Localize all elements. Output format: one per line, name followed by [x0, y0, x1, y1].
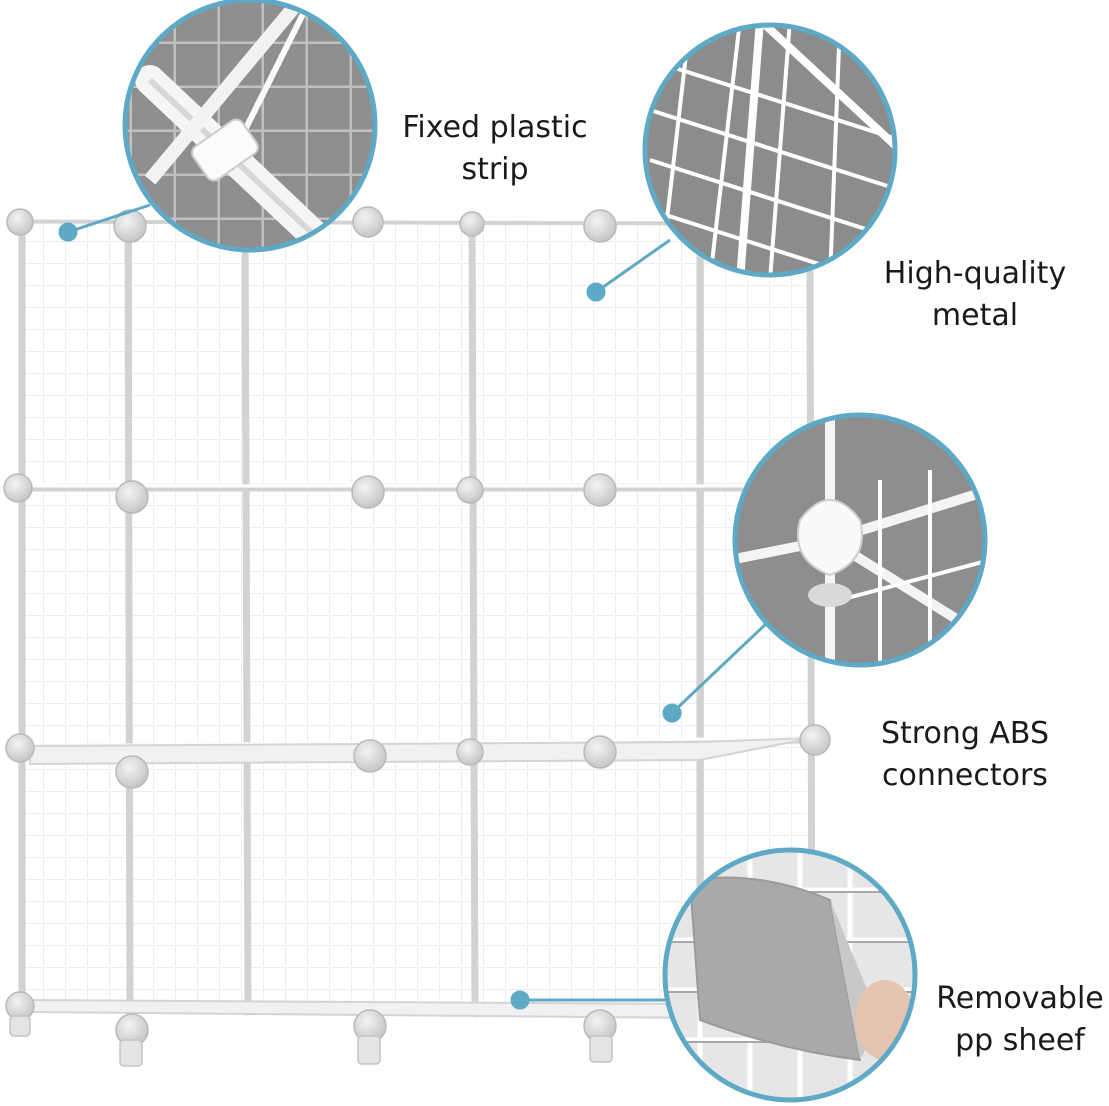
label-fixed-plastic-strip: Fixed plastic strip — [385, 107, 605, 191]
label-line: strip — [461, 152, 529, 187]
callout-circle-pp-sheet — [662, 847, 918, 1103]
label-line: Fixed plastic — [402, 110, 588, 145]
label-line: Strong ABS — [880, 716, 1050, 751]
label-removable-pp-sheet: Removable pp sheef — [920, 978, 1109, 1062]
callout-leaders — [58, 203, 772, 1010]
callout-circle-metal-grid — [642, 22, 898, 278]
label-line: Removable — [936, 981, 1104, 1016]
cube-shelf — [3, 206, 831, 1067]
label-high-quality-metal: High-quality metal — [860, 253, 1090, 337]
label-line: High-quality — [883, 256, 1067, 291]
label-line: metal — [931, 298, 1019, 333]
callout-circle-connector — [732, 412, 988, 668]
label-strong-abs-connectors: Strong ABS connectors — [860, 713, 1070, 797]
label-line: connectors — [882, 758, 1048, 793]
label-line: pp sheef — [955, 1023, 1085, 1058]
callout-circle-cable-tie — [122, 0, 378, 253]
